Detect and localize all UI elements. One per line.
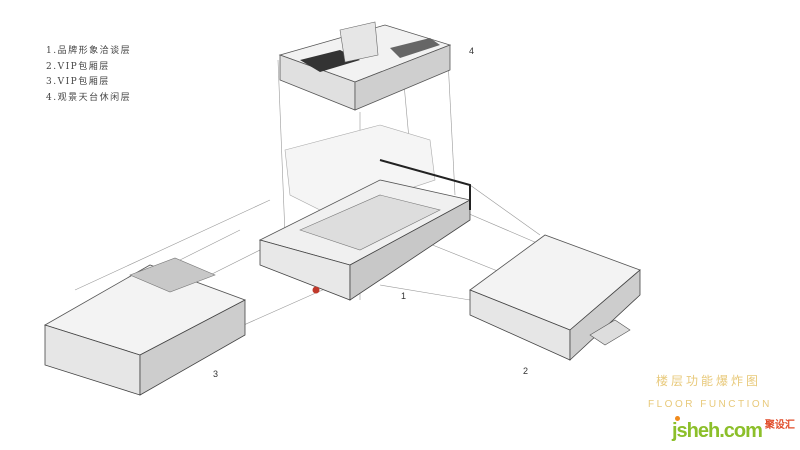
floor-label-3: 3 — [213, 369, 219, 379]
legend-item: 1.品牌形象洽谈层 — [46, 46, 132, 56]
diagram-title-en: FLOOR FUNCTION — [648, 399, 772, 410]
legend-item: 4.观景天台休闲层 — [46, 92, 132, 103]
floor-legend: 1.品牌形象洽谈层 2.VIP包厢层 3.VIP包厢层 4.观景天台休闲层 — [46, 44, 131, 106]
floor-1-block — [258, 124, 472, 301]
floor-label-1: 1 — [401, 291, 407, 301]
legend-item: 3.VIP包厢层 — [46, 77, 110, 87]
floor-4-block — [278, 21, 452, 111]
floor-2-block — [469, 234, 641, 361]
floor-label-2: 2 — [523, 366, 529, 376]
watermark-text-wrap: jsheh.com — [672, 416, 763, 442]
diagram-title-cn: 楼层功能爆炸图 — [656, 374, 762, 388]
logo-dot-icon — [675, 416, 680, 421]
floor-3-block — [44, 257, 246, 396]
watermark-cn: 聚设汇 — [764, 420, 795, 431]
brand-logo-icon — [312, 286, 320, 294]
legend-item: 2.VIP包厢层 — [46, 61, 110, 72]
floor-label-4: 4 — [469, 46, 475, 56]
watermark-text: jsheh.com — [672, 420, 763, 442]
watermark-logo: jsheh.com 聚设汇 — [672, 416, 795, 442]
